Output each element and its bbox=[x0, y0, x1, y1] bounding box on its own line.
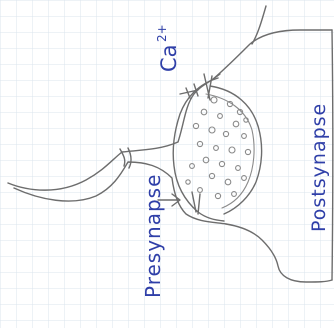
postsynapse-label: Postsynapse bbox=[308, 103, 330, 232]
calcium-charge: 2+ bbox=[155, 24, 169, 42]
calcium-symbol: Ca bbox=[157, 44, 181, 72]
presynapse-label: Presynapse bbox=[141, 174, 165, 298]
